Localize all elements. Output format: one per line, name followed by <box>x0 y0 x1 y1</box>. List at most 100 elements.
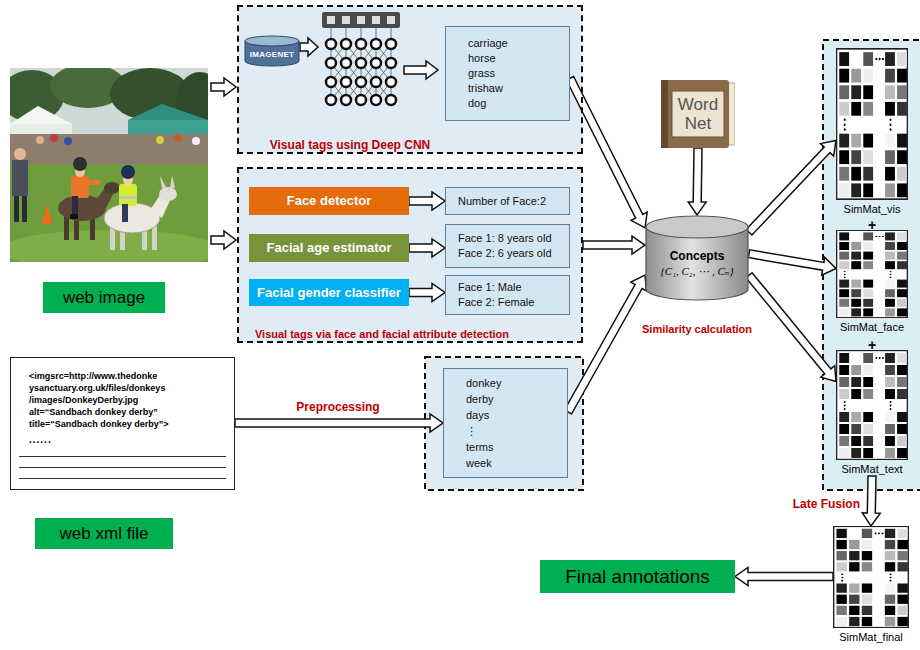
source-label: web xml file <box>35 518 173 549</box>
tag-text: terms <box>466 439 494 455</box>
step-label: Similarity calculation <box>642 322 752 336</box>
matrix-cells <box>837 49 908 199</box>
donkey <box>104 182 120 194</box>
neuron <box>356 39 366 49</box>
handler <box>22 196 27 222</box>
block-arrow <box>409 192 445 210</box>
matrix-grid <box>836 48 908 200</box>
rider <box>72 196 78 216</box>
tag-text: grass <box>468 66 495 81</box>
rider <box>71 176 89 198</box>
matrix-grid <box>836 350 908 460</box>
result-label: Final annotations <box>540 560 735 593</box>
feature-map <box>327 16 335 24</box>
neuron <box>386 58 396 68</box>
label-slot: + <box>868 216 876 234</box>
matrix-name: SimMat_text <box>841 462 902 476</box>
block-arrow <box>746 273 836 382</box>
neuron <box>341 39 351 49</box>
dataset-logo: IMAGENET <box>244 35 300 67</box>
store-title: Concepts <box>670 249 725 264</box>
group-fill <box>238 168 582 342</box>
donkey-ear <box>170 175 175 188</box>
markup-text: <imgsrc=http://www.thedonke ysanctuary.o… <box>29 370 189 430</box>
similarity-matrix: SimMat_face <box>836 230 908 334</box>
edge-label-slot: Preprocessing <box>294 397 381 415</box>
book-title: Word Net <box>678 95 718 133</box>
tag-text: Number of Face:2 <box>458 194 546 208</box>
block-arrow <box>409 284 445 302</box>
neuron <box>386 39 396 49</box>
neuron <box>326 58 336 68</box>
tag-text: derby <box>466 391 494 407</box>
tag-text: dog <box>468 96 486 111</box>
cnn-group: Visual tags using Deep CNN IMAGENET carria… <box>237 5 583 154</box>
tag-text: week <box>466 455 492 471</box>
tag-text: carriage <box>468 36 508 51</box>
concept-store: Concepts{C₁, C₂, ⋯ , Cₙ} <box>645 215 749 301</box>
box-label: Facial gender classifier <box>257 285 401 301</box>
matrix-name: SimMat_face <box>840 320 904 334</box>
input-layer <box>322 12 400 28</box>
neuron <box>386 95 396 105</box>
rule-line <box>19 478 226 479</box>
book-text: Word Net <box>672 91 724 137</box>
crowd <box>10 134 208 166</box>
flow-arrow <box>211 231 236 249</box>
neuron-links <box>331 28 391 100</box>
block-arrow <box>409 239 445 257</box>
web-photo <box>0 64 224 270</box>
similarity-matrix: SimMat_final <box>833 526 909 644</box>
edge-label-slot: Late Fusion <box>791 494 862 512</box>
rider <box>119 184 137 206</box>
detector-box: Face detector <box>249 187 409 215</box>
tent <box>10 106 72 124</box>
tag-text: Face 1: Male <box>458 280 522 295</box>
book-label <box>672 91 724 137</box>
rule-line <box>19 456 226 457</box>
block-arrow <box>565 275 647 414</box>
spectator <box>64 137 72 145</box>
rider <box>122 204 128 222</box>
flow-arrow <box>211 78 236 96</box>
box-label: Facial age estimator <box>267 240 392 256</box>
rider <box>70 214 78 219</box>
neuron <box>326 77 336 87</box>
group-fill <box>238 6 582 153</box>
neuron <box>356 95 366 105</box>
result-box: Number of Face:2 <box>445 187 570 215</box>
block-arrow <box>688 148 706 215</box>
neuron <box>326 95 336 105</box>
label-slot: + <box>868 336 876 354</box>
spectator <box>50 134 58 142</box>
feature-map <box>357 16 365 24</box>
flow-arrow <box>300 38 318 56</box>
rider <box>119 196 137 199</box>
concept-set: {C₁, C₂, ⋯ , Cₙ} <box>660 264 733 279</box>
face-group: Visual tags via face and facial attribut… <box>237 167 583 343</box>
rider <box>121 165 135 179</box>
plus-sign: + <box>868 339 876 352</box>
ellipsis-text: ...... <box>29 434 224 446</box>
box-label: web xml file <box>60 523 149 544</box>
term-box: donkeyderbydays⋮termsweek <box>443 368 568 478</box>
result-box: Face 1: MaleFace 2: Female <box>445 275 570 315</box>
label-slot: Similarity calculation <box>642 319 752 337</box>
tag-text: trishaw <box>468 81 503 96</box>
caption-slot: Visual tags using Deep CNN <box>270 135 430 153</box>
neuron <box>341 58 351 68</box>
matrix-cells <box>837 230 908 317</box>
book-cover <box>661 80 729 148</box>
group-caption: Visual tags via face and facial attribut… <box>255 327 509 341</box>
edge-label: Late Fusion <box>791 497 862 511</box>
matrix-cells <box>837 351 908 460</box>
cylinder-text: Concepts{C₁, C₂, ⋯ , Cₙ} <box>645 239 749 289</box>
tag-text: ⋮ <box>466 423 477 439</box>
feature-map <box>387 16 395 24</box>
matrix-name: SimMat_vis <box>844 202 901 216</box>
block-arrow <box>235 414 443 432</box>
neuron <box>341 95 351 105</box>
cylinder-top <box>646 216 748 238</box>
neuron <box>341 77 351 87</box>
classifier-box: Facial gender classifier <box>249 279 409 306</box>
